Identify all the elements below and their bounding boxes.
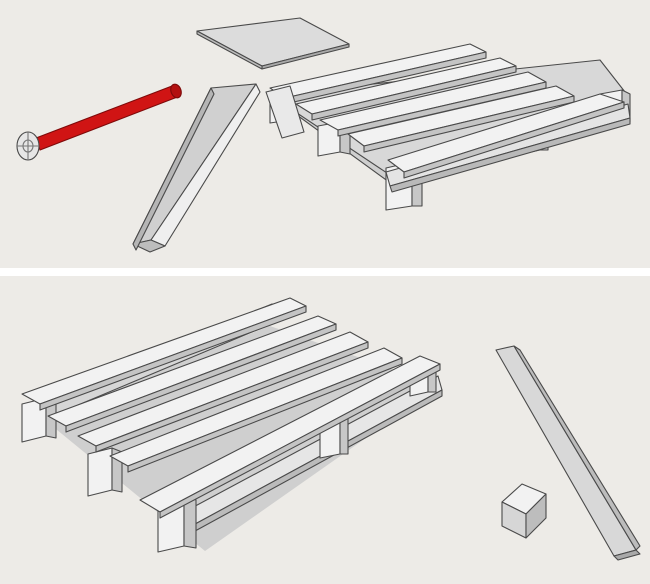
loose-block	[501, 483, 547, 539]
metal-rod	[16, 83, 182, 161]
bottom-illustration	[21, 297, 641, 561]
top-deck-boards	[21, 297, 441, 519]
loose-plank	[132, 83, 261, 253]
pallet	[265, 43, 631, 211]
panel-divider	[0, 268, 650, 276]
top-deck-boards	[269, 43, 625, 179]
top-panel	[0, 0, 650, 268]
flat-sheet	[196, 17, 350, 70]
top-illustration	[16, 17, 631, 253]
bottom-panel	[0, 276, 650, 584]
loose-plank	[495, 345, 641, 561]
